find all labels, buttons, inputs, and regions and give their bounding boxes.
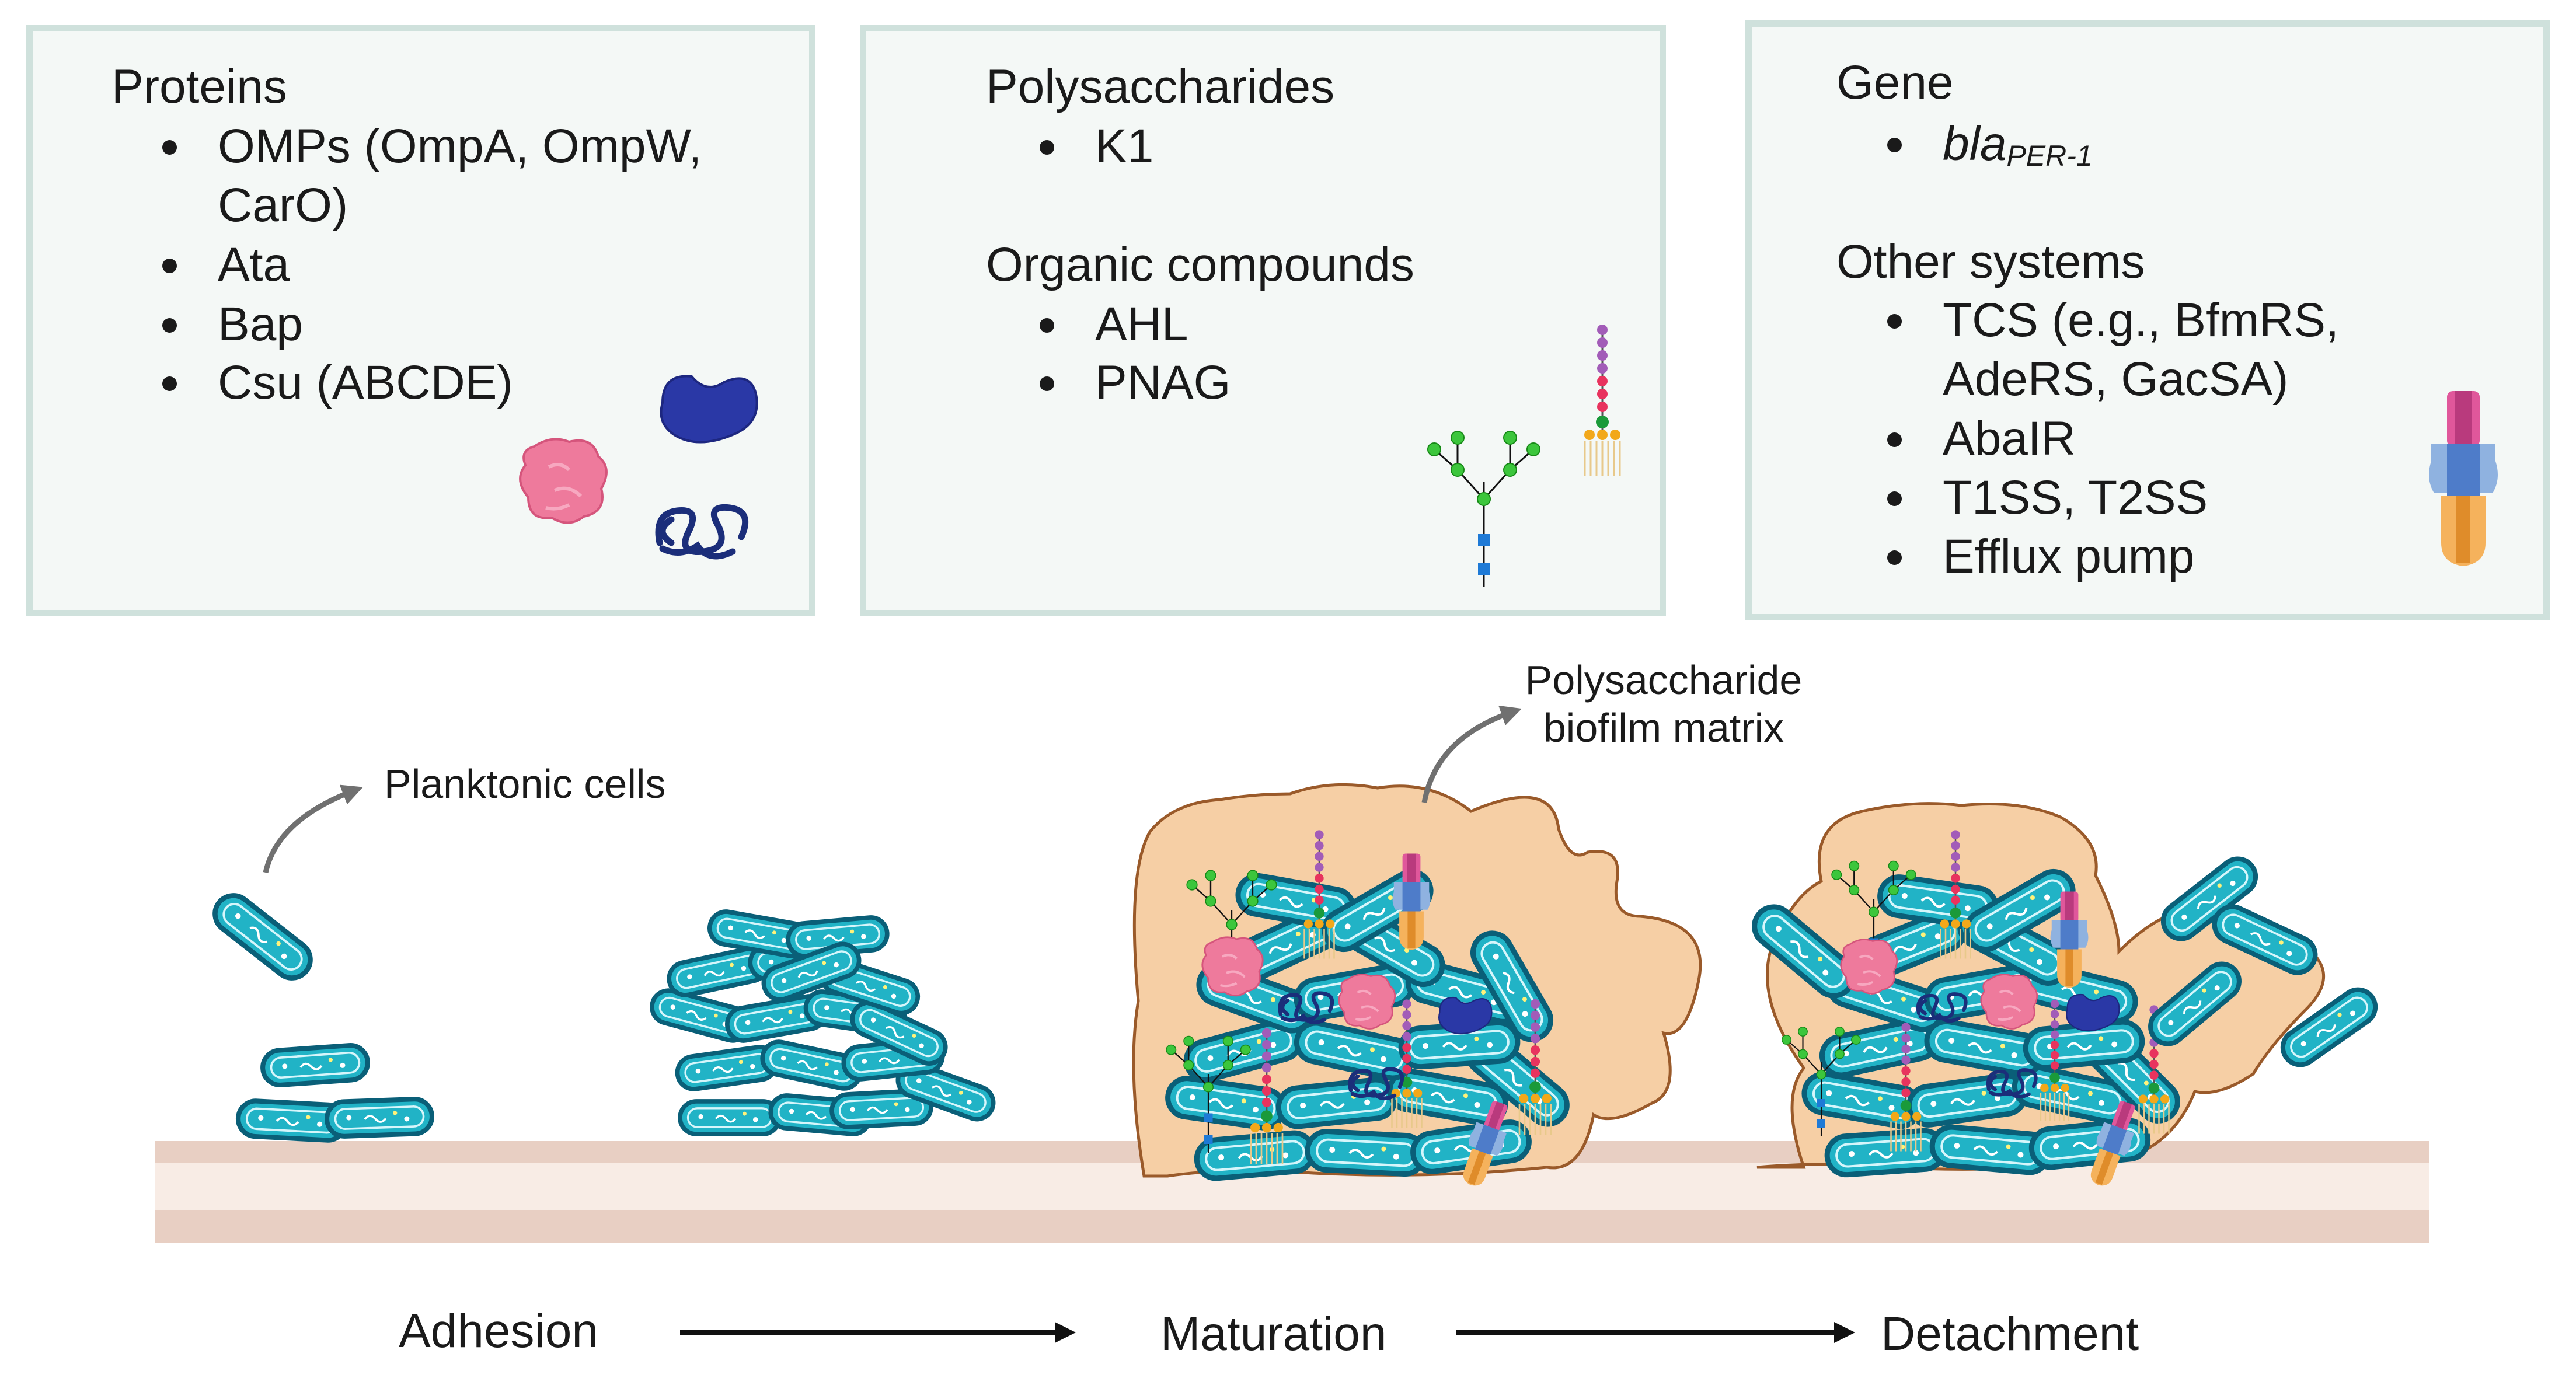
polysaccharides-title: Polysaccharides xyxy=(986,60,1335,113)
matrix-arrow xyxy=(1421,705,1522,803)
glycan-branched-icon xyxy=(1427,430,1541,588)
detachment-biofilm xyxy=(1747,802,2382,1191)
planktonic-arrow xyxy=(263,784,363,873)
protein-coil-icon xyxy=(658,507,745,556)
proteins-title: Proteins xyxy=(111,60,287,113)
organic-compounds-title: Organic compounds xyxy=(986,238,1414,291)
surface-substrate xyxy=(155,1141,2429,1243)
gene-main: bla xyxy=(1943,117,2007,170)
gene-box: Gene blaPER-1 Other systems TCS (e.g., B… xyxy=(1745,20,2550,620)
proteins-box: Proteins OMPs (OmpA, OmpW, CarO) Ata Bap… xyxy=(26,25,815,616)
bacterium-cell-icon xyxy=(208,888,318,985)
glycan-chain-icon xyxy=(1583,323,1622,477)
gene-title: Gene xyxy=(1836,56,1954,109)
bacterium-cell-icon xyxy=(262,1044,369,1086)
matrix-label: Polysaccharide biofilm matrix xyxy=(1518,657,1810,752)
planktonic-label: Planktonic cells xyxy=(384,761,666,807)
stage-maturation: Maturation xyxy=(1160,1307,1387,1360)
other-systems-title: Other systems xyxy=(1836,235,2145,288)
stage-adhesion: Adhesion xyxy=(399,1304,598,1358)
bacterium-cell-icon xyxy=(326,1098,433,1137)
maturation-biofilm xyxy=(1132,783,1702,1191)
protein-blue-icon xyxy=(660,375,758,444)
matrix-label-line1: Polysaccharide xyxy=(1525,657,1803,703)
efflux-pump-icon xyxy=(2429,391,2498,566)
polysaccharides-box: Polysaccharides K1 Organic compounds AHL… xyxy=(860,25,1666,616)
cell-cluster xyxy=(649,909,998,1136)
matrix-label-line2: biofilm matrix xyxy=(1543,704,1784,751)
stage-detachment: Detachment xyxy=(1881,1307,2139,1360)
protein-pink-icon xyxy=(520,439,606,523)
gene-subscript: PER-1 xyxy=(2006,139,2093,172)
